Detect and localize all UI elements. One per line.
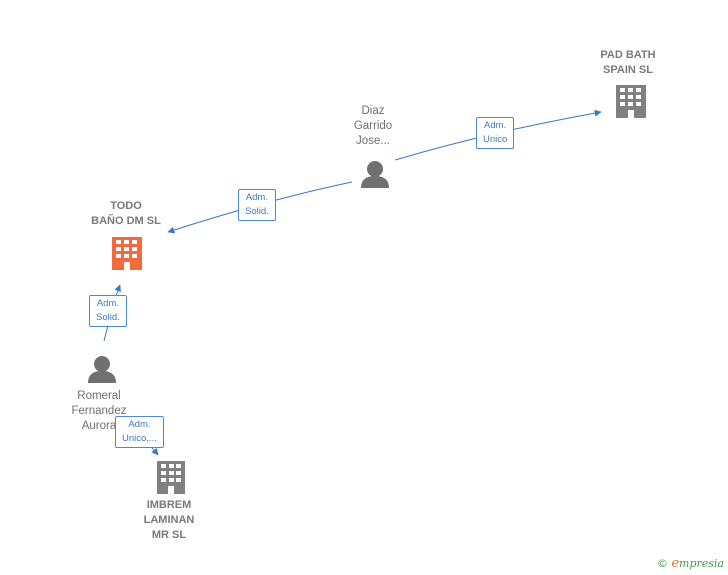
building-icon-highlighted[interactable] <box>112 237 142 270</box>
edge-label-romeral-imbrem[interactable]: Adm. Unico,... <box>115 416 164 448</box>
brand-initial: e <box>671 556 680 571</box>
edge-label-diaz-todo[interactable]: Adm. Solid. <box>238 189 276 221</box>
node-label-todo-bano[interactable]: TODO BAÑO DM SL <box>91 200 161 227</box>
building-icon[interactable] <box>616 85 646 118</box>
node-label-pad-bath[interactable]: PAD BATH SPAIN SL <box>600 49 656 76</box>
person-icon[interactable] <box>361 161 389 188</box>
building-icon[interactable] <box>157 461 185 494</box>
copyright-symbol: © <box>656 557 668 570</box>
person-icon[interactable] <box>88 356 116 383</box>
node-label-romeral[interactable]: Romeral Fernandez Aurora <box>71 390 127 432</box>
edge-label-diaz-pad[interactable]: Adm. Unico <box>476 117 515 149</box>
edge-label-romeral-todo[interactable]: Adm. Solid. <box>89 295 127 327</box>
node-label-diaz[interactable]: Diaz Garrido Jose... <box>353 105 393 147</box>
brand-name: mpresia <box>679 557 724 570</box>
node-label-imbrem[interactable]: IMBREM LAMINAN MR SL <box>143 499 195 541</box>
empresia-logo: © empresia <box>657 556 724 571</box>
